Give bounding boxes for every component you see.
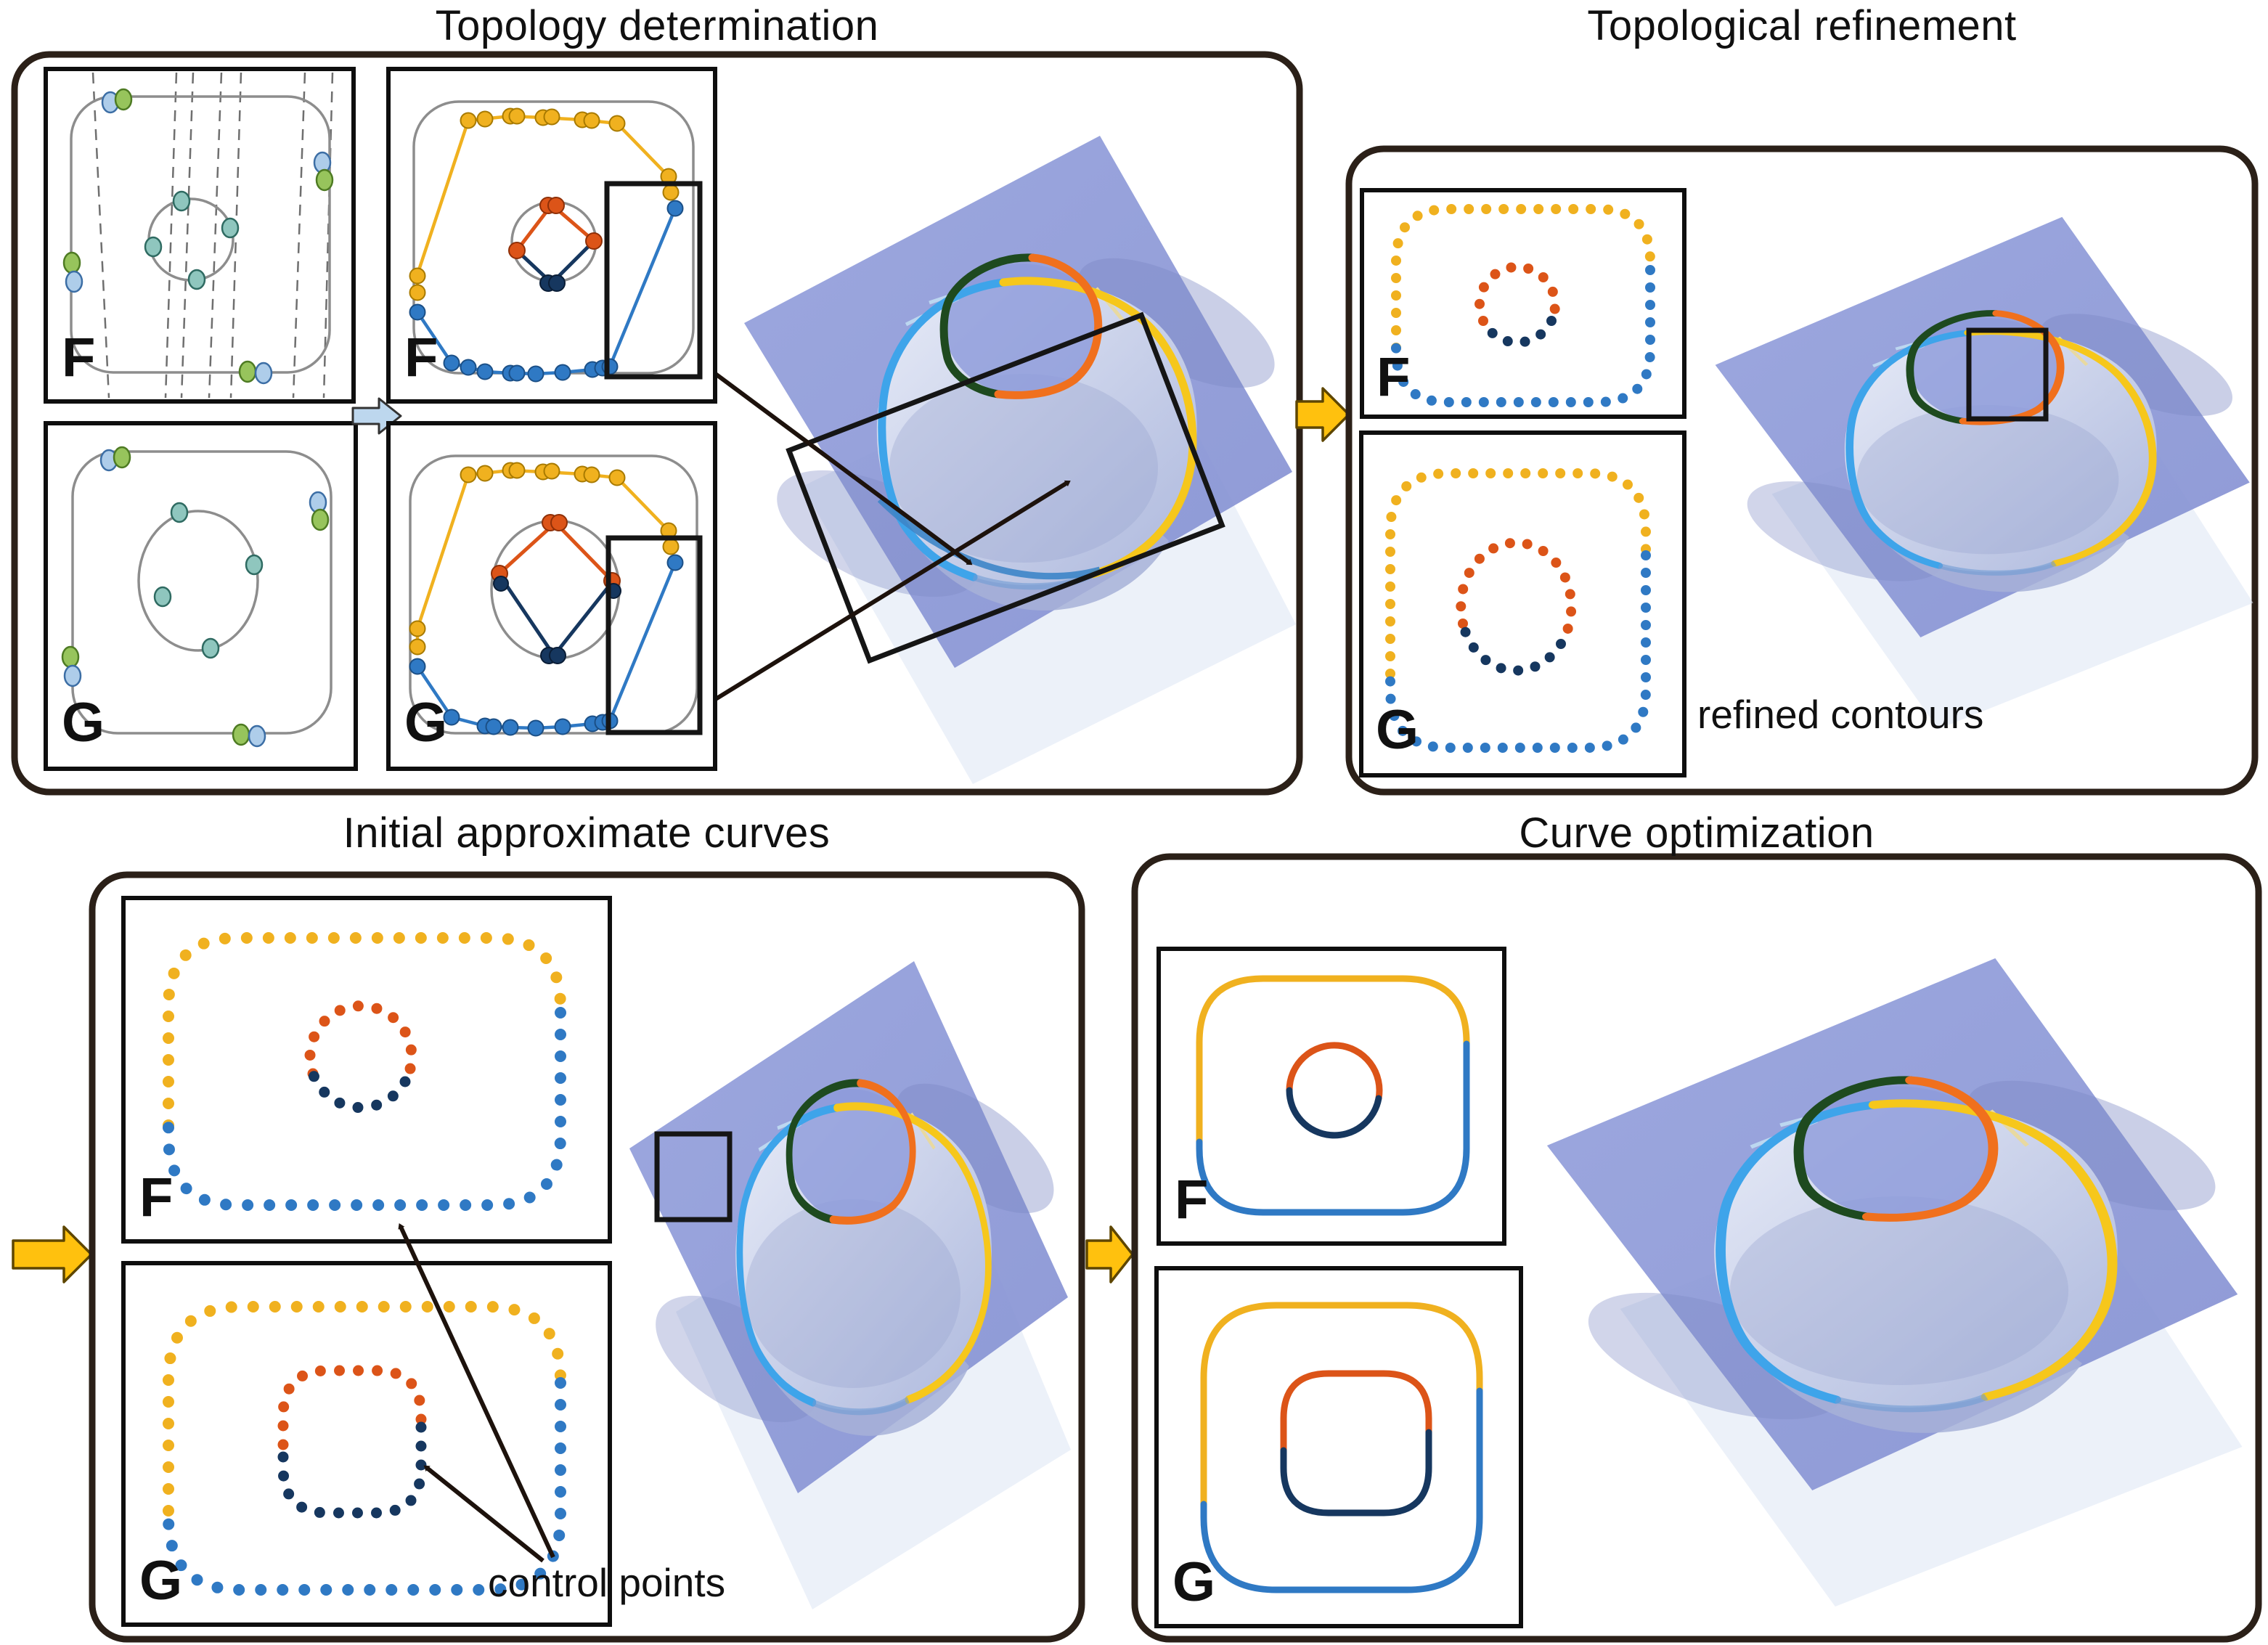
stage-curve-optimization <box>1131 853 2262 1643</box>
panel-f-control-points <box>121 896 612 1244</box>
refined-points-yellow <box>1391 204 1655 353</box>
stage-initial-approximate-curves <box>89 871 1085 1643</box>
control-points-orange <box>304 1000 417 1087</box>
panel-label-f: F <box>404 327 438 388</box>
stage-4-3d-view <box>1547 958 2243 1607</box>
annotation-control-points: control points <box>488 1560 726 1605</box>
flow-right-arrow-icon-2 <box>12 1225 93 1283</box>
stage-2-3d-view <box>1716 217 2253 729</box>
stage-1-3d-view <box>744 136 1296 784</box>
panel-label-f: F <box>139 1167 174 1228</box>
stage-3-frame <box>89 871 1085 1643</box>
panel-label-g: G <box>62 692 105 754</box>
flow-right-arrow-icon-1 <box>1295 387 1350 442</box>
panel-f-coarse <box>386 67 717 404</box>
control-points-orange <box>277 1365 427 1450</box>
control-points-blue <box>163 1007 566 1211</box>
stage-4-title: Curve optimization <box>1519 809 1875 857</box>
panel-g-seed <box>44 421 358 771</box>
zoom-rect-g <box>605 535 703 735</box>
panel-g-refined <box>1359 430 1686 777</box>
stage-2-frame <box>1345 145 2259 796</box>
curve-navy <box>1286 1087 1382 1139</box>
panel-label-f: F <box>62 327 96 388</box>
curve-orange <box>1280 1370 1432 1454</box>
zoom-arrow-g <box>688 483 1067 717</box>
curve-yellow <box>1200 1302 1483 1508</box>
stage-3-title: Initial approximate curves <box>343 809 831 857</box>
stage-topology-determination <box>11 51 1303 796</box>
refined-points-navy <box>1478 316 1557 348</box>
curve-yellow <box>1196 975 1470 1146</box>
refined-points-navy <box>1458 619 1566 676</box>
panel-f-seed <box>44 67 356 404</box>
annotation-refined-contours: refined contours <box>1697 692 1984 737</box>
panel-label-f: F <box>1376 346 1411 408</box>
zoom-rect-3d <box>654 1131 733 1222</box>
stage-4-frame <box>1131 853 2262 1643</box>
refined-points-orange <box>1456 537 1577 649</box>
panel-g-control-points <box>121 1261 612 1627</box>
control-points-navy <box>307 1068 411 1114</box>
panel-label-f: F <box>1175 1169 1209 1230</box>
stage-1-title: Topology determination <box>435 2 879 49</box>
coarse-points <box>409 462 684 737</box>
refined-points-yellow <box>1385 468 1651 679</box>
panel-g-coarse <box>386 421 717 771</box>
control-points-arrow-g <box>427 1468 544 1563</box>
outer-contour <box>71 450 333 735</box>
curve-blue <box>1196 1040 1470 1216</box>
intersection-dip-curve <box>877 497 1101 580</box>
control-points-yellow <box>163 932 566 1131</box>
outer-contour <box>70 95 331 374</box>
zoom-rect-3d <box>1966 327 2049 422</box>
curve-blue <box>1200 1387 1483 1593</box>
panel-g-optimized <box>1154 1266 1523 1628</box>
refined-points-blue <box>1391 265 1655 407</box>
curve-navy <box>1280 1429 1432 1517</box>
panel-f-optimized <box>1157 947 1506 1246</box>
coarse-points <box>409 107 684 383</box>
refined-points-orange <box>1474 261 1560 326</box>
control-points-arrow-f <box>401 1227 555 1559</box>
flow-right-arrow-icon-3 <box>1085 1225 1134 1283</box>
panel-label-g: G <box>1376 699 1419 761</box>
control-points-blue <box>163 1377 566 1596</box>
control-points-yellow <box>163 1301 566 1517</box>
stage-topological-refinement <box>1345 145 2259 796</box>
panel-label-g: G <box>1172 1551 1216 1613</box>
inner-contour <box>137 510 259 652</box>
zoom-rect-3d <box>786 311 1225 664</box>
panel-label-g: G <box>139 1550 183 1612</box>
panel-f-refined <box>1360 188 1686 419</box>
zoom-rect-f <box>604 181 703 380</box>
refined-points-blue <box>1385 550 1651 753</box>
control-points-navy <box>277 1421 427 1519</box>
curve-orange <box>1286 1042 1383 1102</box>
panel-label-g: G <box>404 692 448 754</box>
stage-3-3d-view <box>629 961 1071 1609</box>
stage-2-title: Topological refinement <box>1587 2 2017 49</box>
